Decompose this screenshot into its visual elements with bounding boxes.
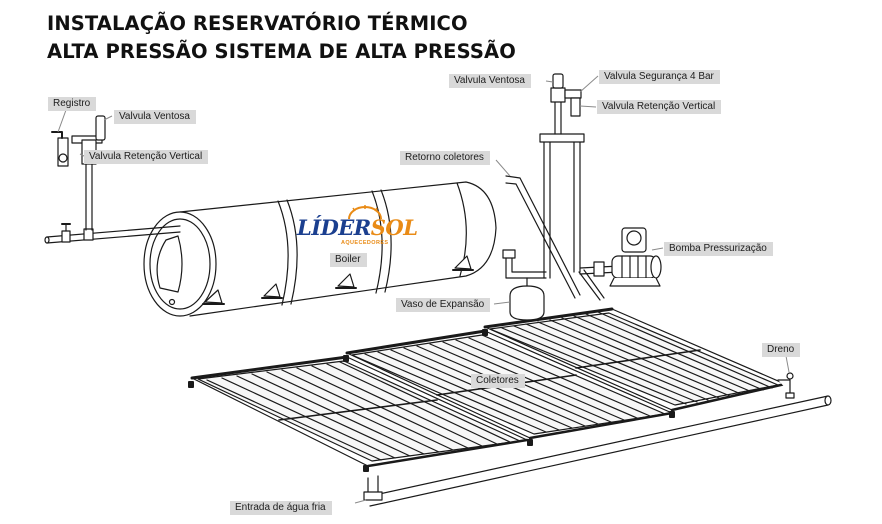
label-dreno: Dreno [762, 343, 801, 357]
label-valvula-ventosa-right: Valvula Ventosa [449, 74, 531, 88]
title-line-2: ALTA PRESSÃO SISTEMA DE ALTA PRESSÃO [47, 40, 516, 63]
label-valvula-seguranca: Valvula Segurança 4 Bar [599, 70, 720, 84]
label-bomba-pressurizacao: Bomba Pressurização [664, 242, 773, 256]
logo-name-part2: SOL [370, 215, 418, 240]
return-piping [502, 73, 621, 301]
leader-dreno [785, 355, 790, 373]
label-valvula-retencao-left: Valvula Retenção Vertical [84, 150, 209, 164]
logo-tagline: AQUECEDORES [341, 240, 389, 246]
leader-retorno [495, 159, 511, 177]
leader-vaso [493, 301, 511, 305]
label-coletores: Coletores [471, 374, 525, 388]
label-valvula-ventosa-left: Valvula Ventosa [114, 110, 196, 124]
label-boiler: Boiler [330, 253, 367, 267]
label-registro: Registro [48, 97, 97, 111]
sun-rays-icon [348, 205, 382, 219]
lidersol-logo: LÍDERSOL AQUECEDORES [297, 205, 418, 251]
leader-entrada [354, 499, 367, 504]
leader-ventosa-left [103, 115, 113, 121]
leader-registro [57, 109, 67, 133]
leader-retencao-right [579, 105, 597, 108]
leader-bomba [651, 247, 664, 251]
leader-seguranca [579, 75, 599, 93]
pressurization-pump [609, 227, 662, 287]
label-entrada-agua-fria: Entrada de água fria [230, 501, 332, 515]
label-valvula-retencao-right: Valvula Retenção Vertical [597, 100, 722, 114]
cold-water-pipe [363, 372, 832, 507]
label-vaso-expansao: Vaso de Expansão [396, 298, 491, 312]
leader-ventosa-right [545, 80, 554, 83]
label-retorno-coletores: Retorno coletores [400, 151, 490, 165]
title-line-1: INSTALAÇÃO RESERVATÓRIO TÉRMICO [47, 12, 468, 35]
solar-collectors [188, 307, 787, 472]
boiler [143, 181, 497, 317]
collector-panel-1 [190, 355, 529, 468]
logo-name-part1: LÍDER [297, 215, 371, 240]
expansion-vessel [509, 277, 545, 321]
logo-name: LÍDERSOL [297, 215, 418, 240]
